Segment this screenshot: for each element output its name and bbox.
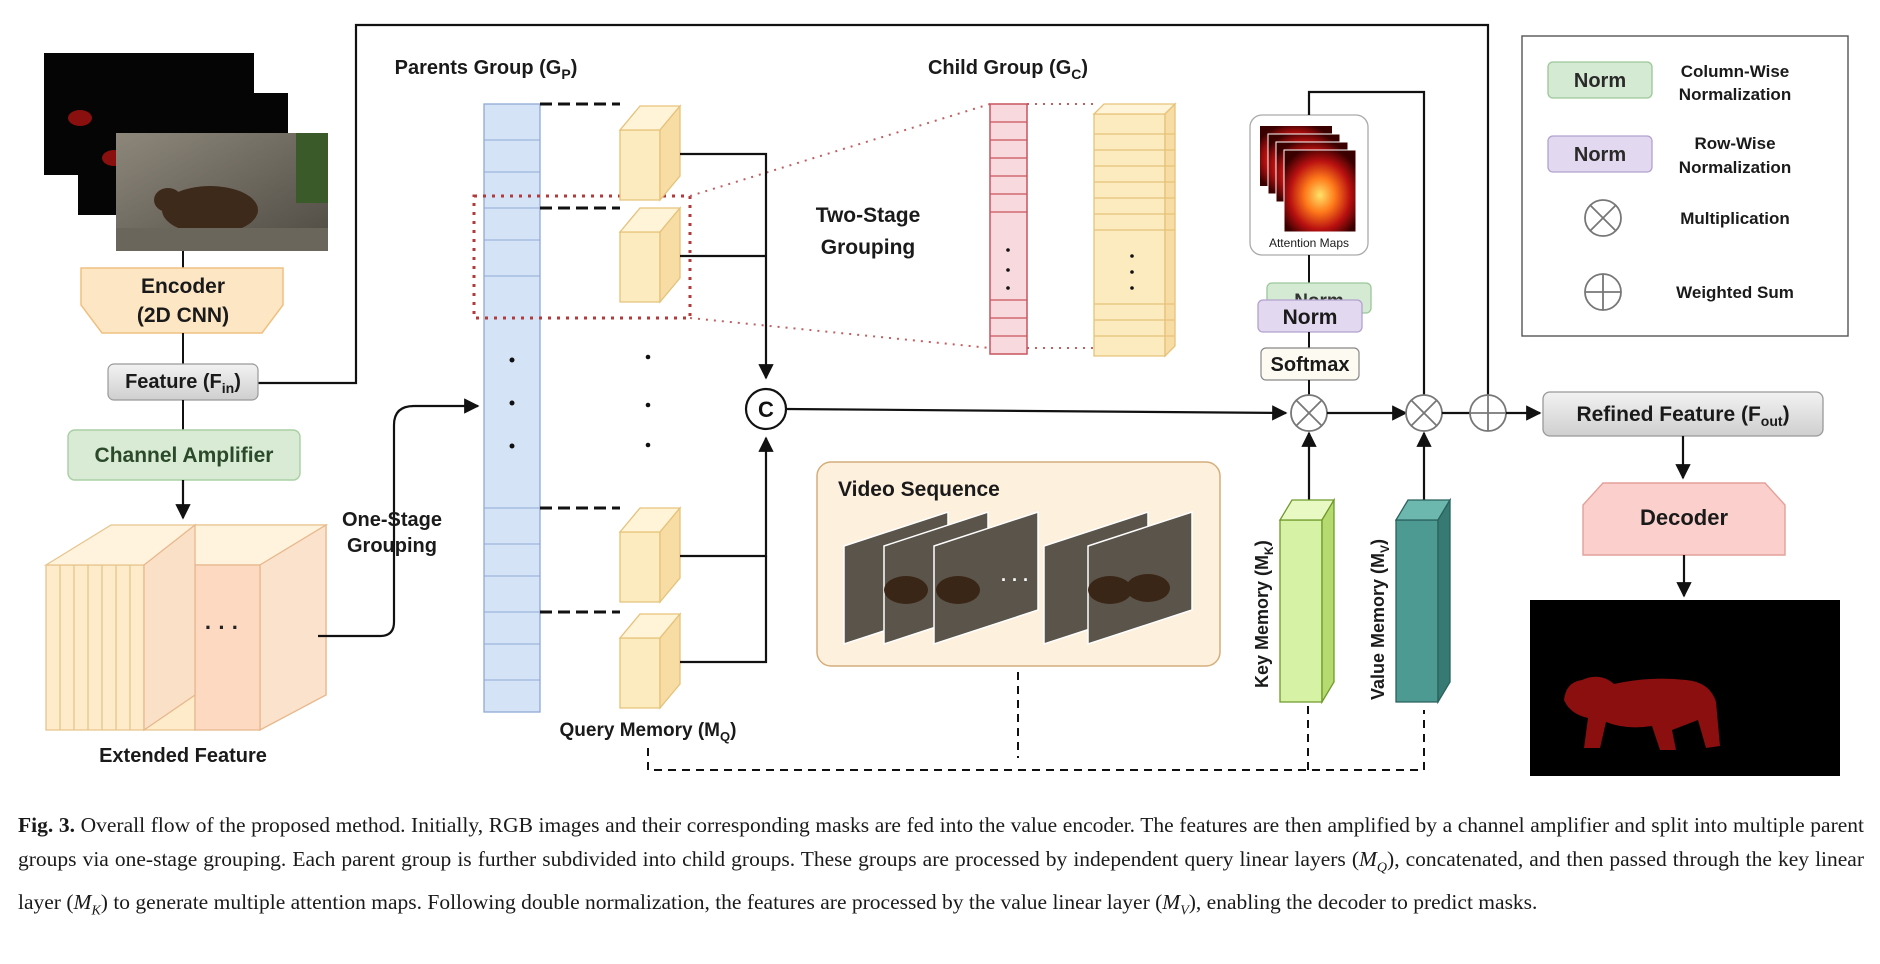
caption-mq-sub: Q <box>1376 860 1388 876</box>
query-memory-label: Query Memory (MQ) <box>560 720 737 744</box>
legend-multiplication-label: Multiplication <box>1680 209 1790 228</box>
legend-row-norm-line1: Row-Wise <box>1694 134 1775 153</box>
legend-column-norm-line1: Column-Wise <box>1681 62 1789 81</box>
legend-row-norm-symbol: Norm <box>1574 144 1626 166</box>
weighted-sum-node <box>1469 394 1507 432</box>
parents-group-column <box>483 103 541 713</box>
multiply-node-key <box>1290 394 1328 432</box>
video-sequence-ellipsis: · · · <box>1001 570 1029 590</box>
two-stage-sublabel: Grouping <box>821 236 915 259</box>
legend-weighted-sum-label: Weighted Sum <box>1676 283 1794 302</box>
video-sequence-panel: · · · <box>816 461 1221 667</box>
key-memory-block <box>1278 497 1336 705</box>
decoder-label: Decoder <box>1640 505 1728 530</box>
encoder-sublabel: (2D CNN) <box>137 304 229 327</box>
extended-feature-label: Extended Feature <box>99 745 267 767</box>
caption-text-2: ), concatenated, and then passed through… <box>18 847 1865 915</box>
child-group-title: Child Group (GC) <box>928 57 1088 82</box>
parents-group-title: Parents Group (GP) <box>395 57 578 82</box>
caption-mk: M <box>73 890 92 915</box>
concat-symbol: C <box>758 397 774 422</box>
value-memory-label: Value Memory (MV) <box>1368 539 1392 700</box>
channel-amplifier-label: Channel Amplifier <box>95 444 274 467</box>
caption-mv-sub: V <box>1180 903 1189 919</box>
legend-column-norm-symbol: Norm <box>1574 70 1626 92</box>
softmax-label: Softmax <box>1271 354 1350 376</box>
output-mask <box>1530 600 1840 776</box>
concat-node: C <box>744 387 788 431</box>
encoder-label: Encoder <box>141 275 225 298</box>
legend-row-norm-line2: Normalization <box>1679 158 1791 177</box>
query-memory-cubes <box>618 104 682 710</box>
key-memory-label: Key Memory (MK) <box>1252 540 1276 688</box>
two-stage-label: Two-Stage <box>816 204 921 227</box>
multiply-node-value <box>1405 394 1443 432</box>
query-cube-ellipsis <box>645 354 651 448</box>
caption-text-3: ) to generate multiple attention maps. F… <box>100 890 1163 915</box>
caption-text-4: ), enabling the decoder to predict masks… <box>1188 890 1538 915</box>
caption-text-1: Overall flow of the proposed method. Ini… <box>18 813 1865 871</box>
one-stage-sublabel: Grouping <box>347 535 437 557</box>
caption-mv: M <box>1162 890 1181 915</box>
child-group-cube <box>1092 102 1177 358</box>
extended-feature-ellipsis: · · · <box>205 615 239 640</box>
caption-mq: M <box>1358 847 1377 871</box>
value-memory-block <box>1394 497 1452 705</box>
feature-in-label: Feature (Fin) <box>125 371 241 396</box>
input-frames <box>44 53 328 251</box>
legend-multiplication-icon <box>1584 199 1622 237</box>
attention-maps-label: Attention Maps <box>1269 236 1349 250</box>
row-norm-label: Norm <box>1283 306 1338 329</box>
decoder-block <box>1582 482 1786 556</box>
legend-weighted-sum-icon <box>1584 273 1622 311</box>
one-stage-label: One-Stage <box>342 509 442 531</box>
extended-feature-stack: · · · <box>43 523 329 732</box>
caption-label: Fig. 3. <box>18 813 75 837</box>
selected-parent-group <box>472 194 692 320</box>
method-diagram: Encoder (2D CNN) Feature (Fin) Channel A… <box>43 23 1849 776</box>
attention-maps-panel <box>1249 114 1369 256</box>
refined-feature-label: Refined Feature (Fout) <box>1576 403 1789 429</box>
video-sequence-label: Video Sequence <box>838 478 1000 501</box>
legend: Norm Column-Wise Normalization Norm Row-… <box>1521 35 1849 337</box>
encoder-block <box>80 267 284 334</box>
legend-row-norm-swatch <box>1547 135 1653 173</box>
figure-caption: Fig. 3. Overall flow of the proposed met… <box>18 808 1864 929</box>
legend-column-norm-swatch <box>1547 61 1653 99</box>
child-group-column <box>989 103 1028 355</box>
top-skip-connection <box>258 23 1496 414</box>
caption-mk-sub: K <box>91 903 101 919</box>
legend-column-norm-line2: Normalization <box>1679 85 1791 104</box>
